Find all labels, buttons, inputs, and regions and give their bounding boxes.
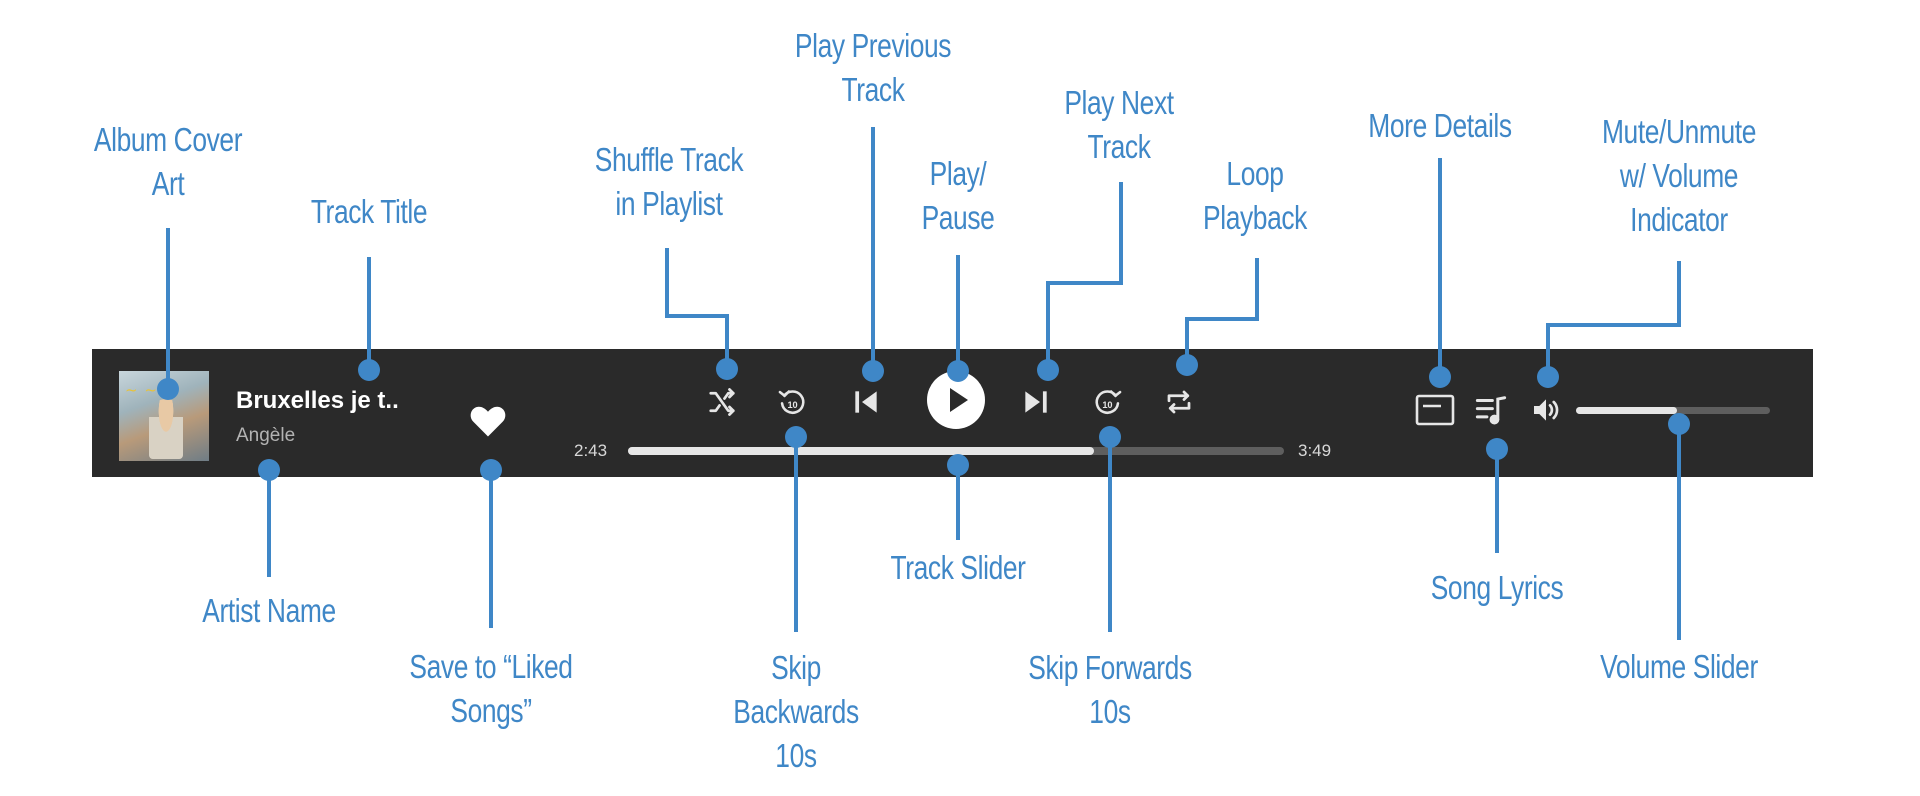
shuffle-icon[interactable] [707, 387, 737, 417]
previous-track-icon[interactable] [850, 386, 882, 418]
track-slider-fill [628, 447, 1094, 455]
callout-dot-artist-name [258, 459, 280, 481]
callout-dot-save-liked [480, 459, 502, 481]
volume-slider-fill [1576, 407, 1677, 414]
track-title[interactable]: Bruxelles je t.. [236, 387, 399, 414]
play-icon[interactable] [926, 370, 986, 430]
time-total: 3:49 [1298, 441, 1332, 460]
callout-dot-shuffle [716, 358, 738, 380]
callout-line-mute [1546, 261, 1681, 377]
lyrics-icon[interactable] [1474, 395, 1508, 425]
album-art-figure [149, 399, 183, 459]
callout-dot-loop [1176, 354, 1198, 376]
track-slider[interactable] [628, 447, 1284, 455]
label-shuffle: Shuffle Track in Playlist [594, 141, 744, 222]
details-icon[interactable] [1415, 394, 1455, 426]
repeat-icon[interactable] [1163, 387, 1195, 417]
label-track-slider: Track Slider [890, 549, 1026, 586]
callout-dot-volume-slider [1668, 413, 1690, 435]
label-track-title: Track Title [310, 193, 428, 230]
heart-icon[interactable] [469, 404, 507, 438]
label-play-pause: Play/ Pause [921, 155, 995, 236]
label-song-lyrics: Song Lyrics [1430, 569, 1564, 606]
callout-dot-song-lyrics [1486, 438, 1508, 460]
label-save-liked: Save to “Liked Songs” [409, 648, 573, 729]
volume-slider[interactable] [1576, 407, 1770, 414]
label-mute: Mute/Unmute w/ Volume Indicator [1601, 113, 1757, 238]
label-previous: Play Previous Track [794, 27, 952, 108]
next-track-icon[interactable] [1020, 386, 1052, 418]
callout-dot-mute [1537, 366, 1559, 388]
callout-dot-more-details [1429, 366, 1451, 388]
svg-text:10: 10 [787, 400, 797, 410]
time-elapsed: 2:43 [574, 441, 608, 460]
callout-dot-track-slider [947, 454, 969, 476]
label-skip-forward: Skip Forwards 10s [1028, 649, 1192, 730]
callout-dot-play-pause [947, 360, 969, 382]
callout-line-loop [1185, 258, 1259, 365]
callout-line-next [1046, 182, 1123, 370]
callout-dot-album-art [157, 378, 179, 400]
label-next: Play Next Track [1064, 84, 1174, 165]
callout-dot-skip-forward [1099, 426, 1121, 448]
volume-icon[interactable] [1529, 394, 1563, 426]
skip-back-10-icon[interactable]: 10 [775, 385, 809, 419]
label-artist-name: Artist Name [202, 592, 336, 629]
callout-dot-next [1037, 359, 1059, 381]
callout-dot-previous [862, 360, 884, 382]
label-more-details: More Details [1368, 107, 1512, 144]
callout-dot-skip-back [785, 426, 807, 448]
label-volume-slider: Volume Slider [1600, 648, 1758, 685]
callout-dot-track-title [358, 359, 380, 381]
label-loop: Loop Playback [1203, 155, 1307, 236]
label-album-cover-art: Album Cover Art [93, 121, 243, 202]
skip-forward-10-icon[interactable]: 10 [1091, 385, 1125, 419]
artist-name[interactable]: Angèle [236, 425, 296, 446]
label-skip-back: Skip Backwards 10s [733, 649, 859, 774]
svg-text:10: 10 [1102, 400, 1112, 410]
callout-line-shuffle [665, 248, 729, 369]
